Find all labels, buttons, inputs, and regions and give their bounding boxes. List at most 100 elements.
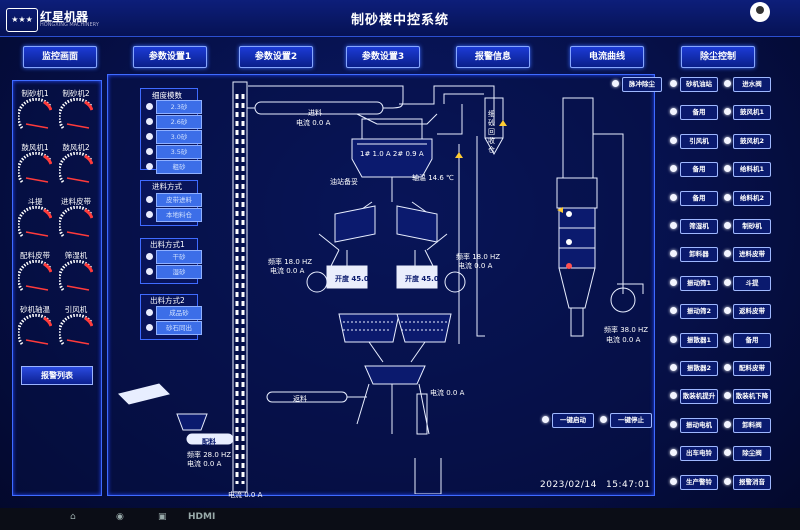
nav-monitor[interactable]: 监控画面 [23,46,97,68]
control-button-c2-6[interactable]: 制砂机 [733,219,771,234]
radio-dot-icon[interactable] [146,118,153,125]
discharge2-option-1[interactable]: 成品砂 [156,306,202,320]
control-button-c2-7[interactable]: 进料皮带 [733,247,771,263]
radio-dot-icon[interactable] [146,133,153,140]
control-button-c1-15[interactable]: 生产警铃 [680,474,718,490]
control-button-c2-10[interactable]: 备用 [733,332,771,348]
status-light-icon [670,392,677,400]
status-light-icon [670,449,677,457]
control-button-c2-5[interactable]: 给料机2 [733,190,771,206]
status-light-icon [670,222,677,229]
home-icon[interactable]: ⌂ [70,512,76,522]
control-button-c1-7[interactable]: 卸料器 [680,247,718,263]
control-button-c2-11[interactable]: 配料皮带 [733,361,771,376]
right-opening: 开度 45.0 [405,275,439,283]
stop-status-icon [600,416,607,423]
right-freq: 频率 18.0 HZ [456,253,501,261]
status-light-icon [724,278,731,286]
control-button-c1-13[interactable]: 振动电机 [680,417,718,433]
gauge-label: 配料皮带 [20,251,50,260]
fineness-option-1[interactable]: 2.3砂 [156,100,202,114]
radio-dot-icon[interactable] [146,148,153,155]
gauge-8: 筛湿机 [57,250,95,298]
gauge-7: 配料皮带 [16,250,54,298]
status-light-icon [670,364,677,371]
control-button-c2-8[interactable]: 斗提 [733,275,771,291]
one-key-stop-button[interactable]: 一键停止 [610,413,652,428]
control-button-c1-8[interactable]: 振动筛1 [680,275,718,291]
control-button-c2-1[interactable]: 进水阀 [733,77,771,92]
radio-dot-icon[interactable] [146,268,153,275]
control-button-c2-14[interactable]: 除尘阀 [733,446,771,462]
gauge-label: 引风机 [64,305,88,314]
alarm-list-button[interactable]: 报警列表 [21,366,93,385]
nav-alarm-info[interactable]: 报警信息 [456,46,530,68]
radio-dot-icon[interactable] [146,309,153,316]
control-button-c1-14[interactable]: 出车电铃 [680,446,718,462]
discharge1-option-1[interactable]: 干砂 [156,250,202,264]
fineness-option-5[interactable]: 粗砂 [156,160,202,174]
radio-dot-icon[interactable] [146,103,153,110]
discharge1-title: 出料方式1 [150,240,185,249]
process-schematic [118,81,644,494]
top-feed-label: 进料 [308,109,322,117]
hdmi-label[interactable]: HDMI [188,512,216,522]
control-button-c2-12[interactable]: 散装机下降 [733,389,771,405]
user-avatar-icon[interactable] [750,2,770,22]
control-button-c1-6[interactable]: 筛湿机 [680,219,718,234]
control-button-c1-1[interactable]: 砂机油站 [680,77,718,92]
gauge-label: 鼓风机1 [21,143,49,152]
radio-dot-icon[interactable] [146,211,153,218]
nav-current-curve[interactable]: 电流曲线 [570,46,644,68]
status-light-icon [724,108,731,116]
radio-dot-icon[interactable] [146,253,153,260]
fineness-option-4[interactable]: 3.5砂 [156,145,202,159]
fineness-option-3[interactable]: 3.0砂 [156,130,202,144]
top-feed-current: 电流 0.0 A [296,119,331,127]
nav-dust-control[interactable]: 除尘控制 [681,46,755,68]
control-button-c2-2[interactable]: 鼓风机1 [733,105,771,121]
eye-icon[interactable]: ◉ [116,512,124,522]
control-button-c1-10[interactable]: 振散器1 [680,332,718,348]
control-button-c1-11[interactable]: 振散器2 [680,361,718,376]
control-button-c2-15[interactable]: 报警消音 [733,474,771,490]
gauge-9: 砂机轴温 [16,304,54,352]
right-current: 电流 0.0 A [458,262,493,270]
feed-option-2[interactable]: 本地料仓 [156,208,202,222]
date-display: 2023/02/14 [540,480,597,490]
feed-option-1[interactable]: 皮带进料 [156,193,202,207]
control-button-c2-3[interactable]: 鼓风机2 [733,133,771,149]
status-light-icon [724,193,731,201]
control-button-c1-3[interactable]: 引风机 [680,133,718,149]
radio-dot-icon[interactable] [146,196,153,203]
input-icon[interactable]: ▣ [158,512,167,522]
control-button-c2-4[interactable]: 给料机1 [733,162,771,178]
feed-title: 进料方式 [152,182,182,191]
gauge-label: 砂机轴温 [20,305,50,314]
control-button-c2-9[interactable]: 返料皮带 [733,304,771,320]
control-button-c1-2[interactable]: 备用 [680,105,718,121]
pulse-dust-button[interactable]: 脉冲除尘 [622,77,662,92]
control-button-c1-5[interactable]: 备用 [680,190,718,206]
gauge-dial-icon [18,152,52,183]
nav-params-1[interactable]: 参数设置1 [133,46,207,68]
gauge-dial-icon [59,314,93,345]
fineness-option-2[interactable]: 2.6砂 [156,115,202,129]
discharge1-option-2[interactable]: 湿砂 [156,265,202,279]
gauge-dial-icon [59,98,93,129]
control-button-c1-4[interactable]: 备用 [680,162,718,178]
one-key-start-button[interactable]: 一键启动 [552,413,594,428]
control-button-c1-9[interactable]: 振动筛2 [680,304,718,320]
nav-params-2[interactable]: 参数设置2 [239,46,313,68]
status-light-icon [670,80,677,87]
radio-dot-icon[interactable] [146,163,153,170]
control-button-c1-12[interactable]: 散装机提升 [680,389,718,405]
nav-params-3[interactable]: 参数设置3 [346,46,420,68]
discharge2-option-2[interactable]: 砂石同出 [156,321,202,335]
radio-dot-icon[interactable] [146,324,153,331]
elevator-current: 电流 0.0 A [228,491,263,499]
control-button-c2-13[interactable]: 卸料阀 [733,417,771,433]
status-light-icon [724,364,731,371]
gauge-3: 鼓风机1 [16,142,54,190]
